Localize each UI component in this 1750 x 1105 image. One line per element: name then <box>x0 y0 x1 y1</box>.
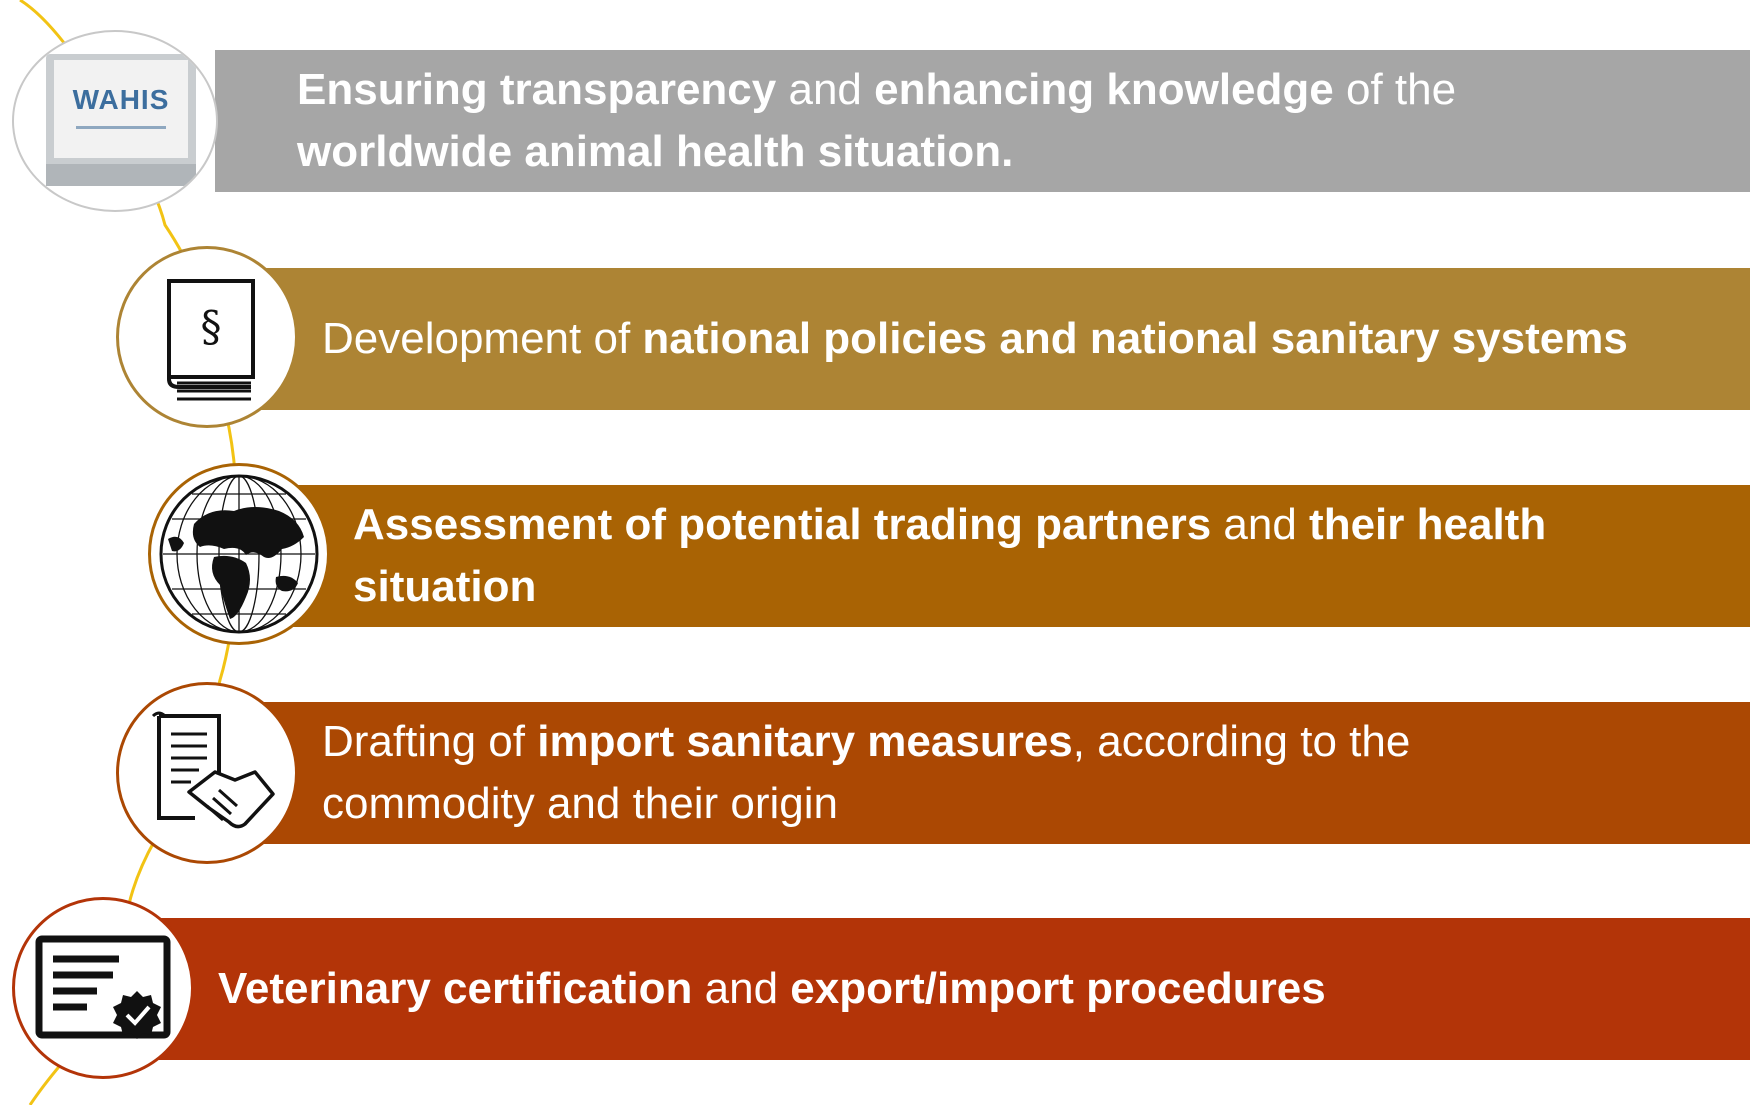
certificate-icon <box>35 935 171 1039</box>
text-segment: export/import procedures <box>790 964 1326 1013</box>
wahis-logo-text: WAHIS <box>72 84 170 115</box>
text-segment: enhancing knowledge <box>874 65 1334 114</box>
text-segment: Ensuring transparency <box>297 65 777 114</box>
band-text-import-measures: Drafting of import sanitary measures, ac… <box>322 711 1622 835</box>
globe-icon <box>159 474 319 634</box>
band-transparency: Ensuring transparency and enhancing know… <box>215 50 1750 192</box>
text-segment: their health situation <box>353 500 1547 611</box>
agreement-handshake-icon <box>151 711 275 829</box>
circle-agreement <box>116 682 298 864</box>
band-text-national-policies: Development of national policies and nat… <box>322 308 1628 370</box>
band-import-measures: Drafting of import sanitary measures, ac… <box>250 702 1750 844</box>
text-segment: and <box>692 964 791 1013</box>
band-certification: Veterinary certification and export/impo… <box>150 918 1750 1060</box>
text-segment: and <box>776 65 875 114</box>
band-national-policies: Development of national policies and nat… <box>250 268 1750 410</box>
band-trading-partners: Assessment of potential trading partners… <box>290 485 1750 627</box>
band-text-transparency: Ensuring transparency and enhancing know… <box>297 59 1547 183</box>
law-book-icon: § <box>167 279 255 401</box>
band-text-certification: Veterinary certification and export/impo… <box>218 958 1326 1020</box>
text-segment: and <box>1211 500 1310 549</box>
text-segment: Veterinary certification <box>218 964 693 1013</box>
text-segment: , according to the commodity and their o… <box>322 717 1411 828</box>
circle-globe <box>148 463 330 645</box>
wahis-monitor-icon: WAHIS <box>46 54 196 186</box>
text-segment: Development of <box>322 314 643 363</box>
band-text-trading-partners: Assessment of potential trading partners… <box>353 494 1713 618</box>
text-segment: worldwide animal health situation. <box>297 127 1014 176</box>
circle-law-book: § <box>116 246 298 428</box>
text-segment: national policies and national sanitary … <box>642 314 1628 363</box>
circle-certificate <box>12 897 194 1079</box>
section-symbol: § <box>201 302 222 351</box>
text-segment: Assessment of potential trading partners <box>353 500 1212 549</box>
text-segment: Drafting of <box>322 717 538 766</box>
text-segment: import sanitary measures <box>537 717 1073 766</box>
text-segment: of the <box>1333 65 1457 114</box>
circle-wahis: WAHIS <box>12 30 218 212</box>
